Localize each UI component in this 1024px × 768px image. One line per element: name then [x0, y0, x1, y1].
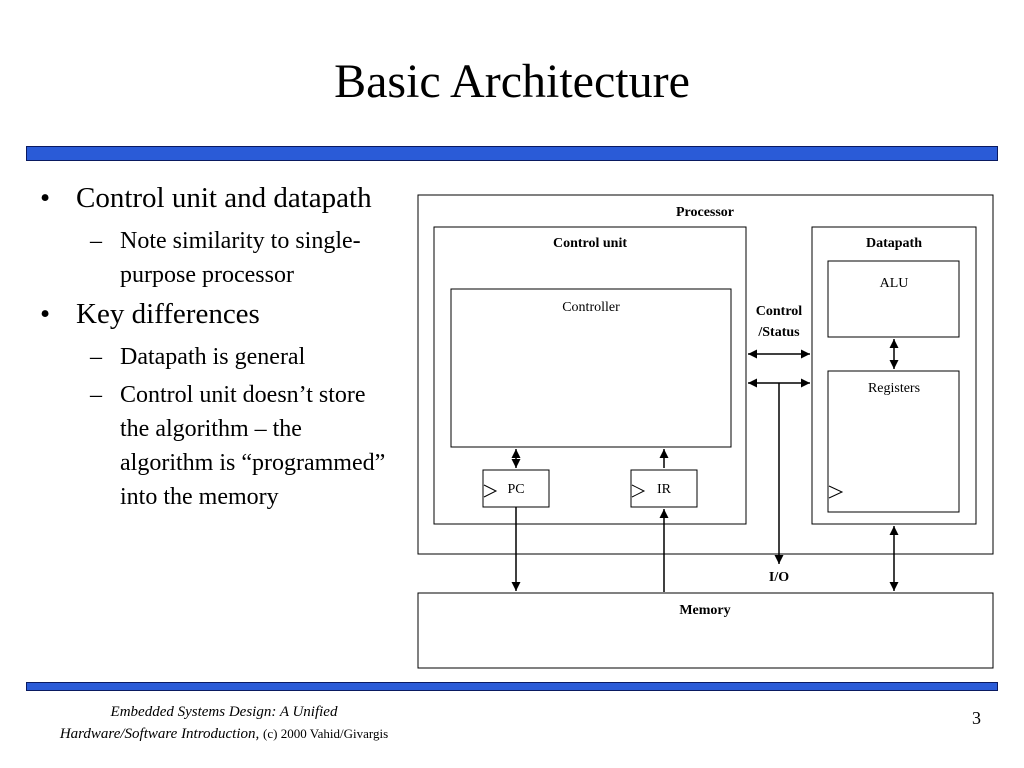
dash-icon: –	[90, 382, 102, 408]
registers-label: Registers	[868, 381, 920, 396]
control-status-label-line2: /Status	[757, 325, 800, 340]
registers-box	[827, 370, 960, 513]
page-number: 3	[972, 708, 981, 728]
pc-clock-icon	[483, 484, 498, 498]
ir-label: IR	[657, 482, 672, 497]
processor-label: Processor	[676, 205, 734, 220]
controller-box	[450, 288, 732, 448]
bullet-text: Key differences	[76, 298, 260, 330]
bullet-list: • Control unit and datapath – Note simil…	[40, 180, 400, 518]
footer-line1: Embedded Systems Design: A Unified	[110, 704, 338, 720]
control-status-label-line1: Control	[756, 304, 803, 319]
datapath-label: Datapath	[866, 236, 922, 251]
bullet-control-unit-datapath: • Control unit and datapath	[40, 180, 400, 216]
dash-icon: –	[90, 228, 102, 254]
sub-bullet-control-unit-memory: – Control unit doesn’t store the algorit…	[40, 378, 400, 514]
processor-box	[417, 194, 994, 555]
pc-label: PC	[507, 482, 524, 497]
ir-register	[630, 469, 698, 508]
dash-icon: –	[90, 344, 102, 370]
memory-label: Memory	[679, 603, 730, 618]
footer-line2: Hardware/Software Introduction,	[59, 726, 260, 742]
io-label: I/O	[769, 570, 789, 585]
controller-label: Controller	[562, 300, 620, 315]
registers-clock-icon	[828, 485, 844, 499]
sub-bullet-datapath-general: – Datapath is general	[40, 340, 400, 374]
footer-line2-wrap: Hardware/Software Introduction, (c) 2000…	[34, 723, 414, 745]
control-unit-label: Control unit	[553, 236, 627, 251]
control-unit-box	[433, 226, 747, 525]
bottom-rule	[26, 682, 998, 691]
datapath-box	[811, 226, 977, 525]
footer-citation: Embedded Systems Design: A Unified Hardw…	[34, 702, 414, 745]
sub-bullet-text: Note similarity to single-purpose proces…	[120, 228, 361, 288]
alu-label: ALU	[880, 276, 909, 291]
bullet-text: Control unit and datapath	[76, 182, 372, 214]
bullet-dot-icon: •	[40, 298, 51, 330]
slide-title: Basic Architecture	[334, 55, 690, 108]
sub-bullet-text: Control unit doesn’t store the algorithm…	[120, 382, 386, 510]
alu-box	[827, 260, 960, 338]
bullet-key-differences: • Key differences	[40, 296, 400, 332]
sub-bullet-similarity: – Note similarity to single-purpose proc…	[40, 224, 400, 292]
footer-copyright: (c) 2000 Vahid/Givargis	[263, 726, 389, 741]
top-rule	[26, 146, 998, 161]
sub-bullet-text: Datapath is general	[120, 344, 306, 370]
ir-clock-icon	[631, 484, 646, 498]
bullet-dot-icon: •	[40, 182, 51, 214]
memory-box	[417, 592, 994, 669]
